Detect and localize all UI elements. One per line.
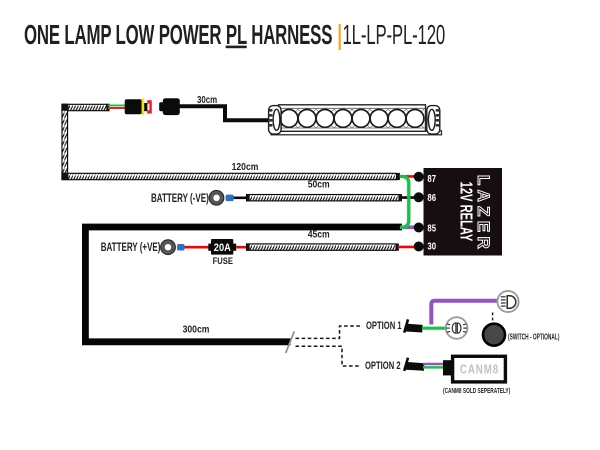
svg-text:45cm: 45cm — [308, 229, 330, 241]
svg-text:50cm: 50cm — [308, 179, 330, 191]
svg-text:OPTION 1: OPTION 1 — [366, 320, 402, 333]
svg-text:120cm: 120cm — [232, 161, 259, 173]
svg-text:20A: 20A — [214, 242, 231, 254]
svg-text:12V RELAY: 12V RELAY — [456, 182, 476, 242]
svg-text:86: 86 — [427, 192, 436, 203]
svg-text:(CANM8 SOLD SEPERATELY): (CANM8 SOLD SEPERATELY) — [443, 387, 510, 395]
svg-text:CANM8: CANM8 — [460, 363, 499, 376]
svg-text:30: 30 — [427, 241, 436, 252]
svg-text:30cm: 30cm — [197, 94, 217, 105]
svg-text:300cm: 300cm — [183, 324, 210, 336]
svg-text:OPTION 2: OPTION 2 — [365, 360, 401, 373]
svg-text:85: 85 — [427, 223, 436, 234]
svg-text:BATTERY (-VE): BATTERY (-VE) — [151, 192, 209, 205]
svg-text:LAZER: LAZER — [474, 175, 493, 253]
svg-text:(SWITCH - OPTIONAL): (SWITCH - OPTIONAL) — [508, 333, 559, 342]
svg-text:BATTERY (+VE): BATTERY (+VE) — [101, 242, 161, 255]
svg-text:87: 87 — [427, 173, 436, 184]
svg-text:FUSE: FUSE — [213, 255, 234, 266]
